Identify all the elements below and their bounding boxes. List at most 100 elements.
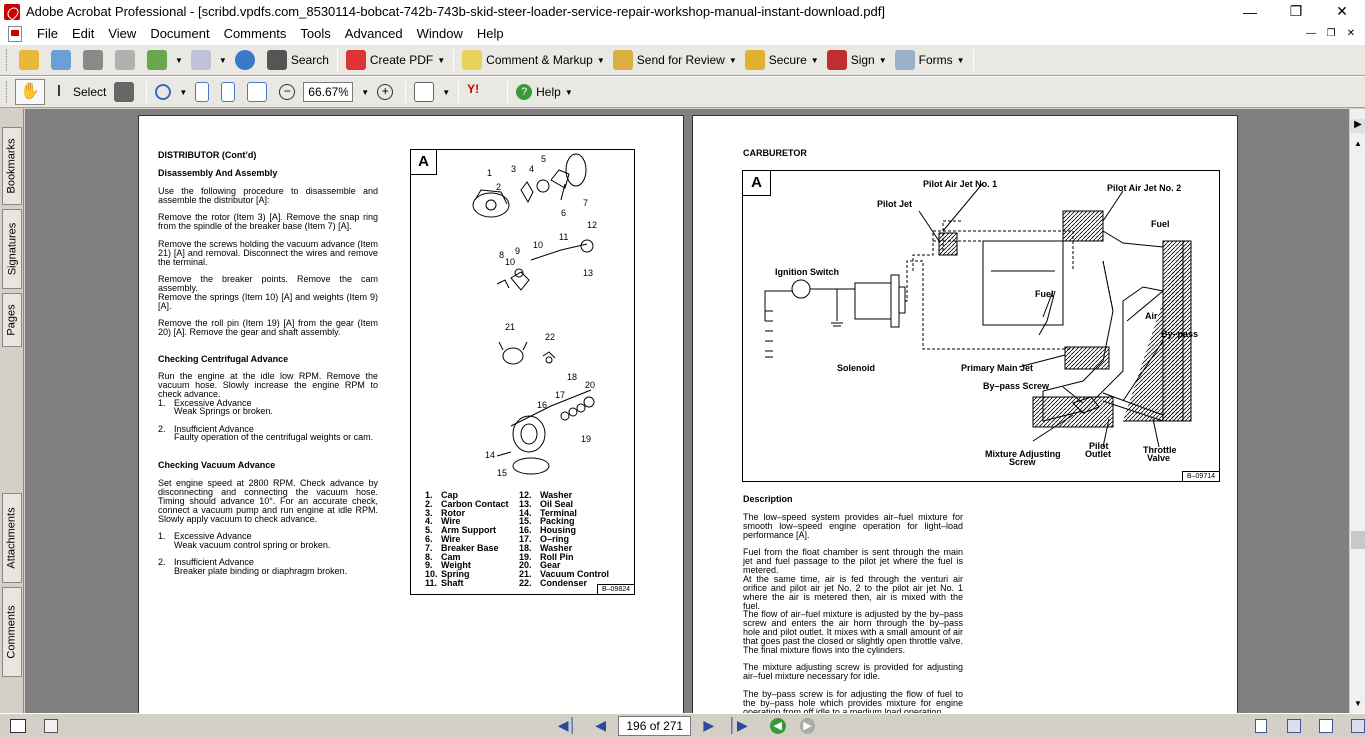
diagram-label: By–pass Screw bbox=[983, 381, 1050, 391]
fit-width-button[interactable] bbox=[243, 79, 275, 105]
legend-label: Gear bbox=[540, 560, 561, 571]
go-forward-button[interactable]: ▶ bbox=[799, 717, 816, 734]
hand-tool-button[interactable]: ✋ bbox=[15, 79, 45, 105]
comment-markup-button[interactable]: Comment & Markup▼ bbox=[458, 47, 609, 73]
open-button[interactable] bbox=[15, 47, 47, 73]
scroll-thumb[interactable] bbox=[1351, 531, 1365, 549]
yahoo-button[interactable]: Y! bbox=[463, 79, 503, 105]
facing-layout-icon[interactable] bbox=[1319, 718, 1334, 733]
menu-edit[interactable]: Edit bbox=[71, 26, 95, 41]
zoom-input[interactable] bbox=[303, 82, 354, 102]
legend-number: 13. bbox=[519, 498, 532, 509]
zoom-tool-button[interactable]: ▼ bbox=[151, 79, 191, 105]
first-page-button[interactable]: ◀│ bbox=[557, 717, 578, 733]
paragraph: Remove the breaker points. Remove the ca… bbox=[158, 274, 378, 293]
last-page-button[interactable]: │▶ bbox=[728, 717, 748, 733]
menu-advanced[interactable]: Advanced bbox=[344, 26, 403, 41]
continuous-layout-icon[interactable] bbox=[1287, 718, 1302, 733]
callout-label: 13 bbox=[583, 268, 593, 278]
scroll-down-arrow[interactable]: ▼ bbox=[1354, 699, 1362, 708]
email-button[interactable]: ▼ bbox=[143, 47, 187, 73]
single-page-layout-icon[interactable] bbox=[1255, 718, 1268, 733]
create-pdf-button[interactable]: Create PDF▼ bbox=[342, 47, 449, 73]
toolbar-grip[interactable] bbox=[6, 49, 9, 71]
toolbar-grip[interactable] bbox=[6, 81, 9, 103]
paragraph: Use the following procedure to disassemb… bbox=[158, 186, 378, 205]
text-cursor-icon: I bbox=[56, 83, 62, 100]
doc-close-button[interactable]: ✕ bbox=[1346, 27, 1356, 39]
document-view[interactable]: DISTRIBUTOR (Cont’d) Disassembly And Ass… bbox=[25, 109, 1349, 713]
tab-pages[interactable]: Pages bbox=[2, 293, 22, 347]
document-icon[interactable] bbox=[8, 25, 22, 42]
menu-file[interactable]: File bbox=[37, 26, 58, 41]
zoom-dropdown[interactable]: ▼ bbox=[361, 87, 370, 97]
paragraph: Remove the springs (Item 10) [A] and wei… bbox=[158, 292, 378, 311]
figure-letter: A bbox=[418, 153, 429, 170]
web-button[interactable] bbox=[231, 47, 263, 73]
continuous-facing-layout-icon[interactable] bbox=[1351, 718, 1365, 733]
options-icon[interactable] bbox=[43, 718, 58, 733]
restore-button[interactable]: ❐ bbox=[1289, 3, 1303, 19]
save-button[interactable] bbox=[79, 47, 111, 73]
fit-page-button[interactable] bbox=[217, 79, 243, 105]
menu-tools[interactable]: Tools bbox=[300, 26, 331, 41]
tab-attachments[interactable]: Attachments bbox=[2, 493, 22, 583]
rotate-button[interactable]: ▼ bbox=[410, 79, 454, 105]
zoom-out-button[interactable]: − bbox=[275, 79, 303, 105]
sign-button[interactable]: Sign▼ bbox=[823, 47, 891, 73]
legend-number: 16. bbox=[519, 525, 532, 536]
previous-page-button[interactable]: ◀ bbox=[595, 717, 607, 733]
toolbar-separator bbox=[972, 49, 974, 71]
secure-button[interactable]: Secure▼ bbox=[741, 47, 823, 73]
zoom-in-button[interactable]: + bbox=[373, 79, 401, 105]
menu-view[interactable]: View bbox=[108, 26, 137, 41]
legend-label: Washer bbox=[540, 542, 573, 553]
doc-minimize-button[interactable]: — bbox=[1306, 27, 1316, 39]
legend-number: 11. bbox=[425, 578, 438, 588]
menu-document[interactable]: Document bbox=[150, 26, 210, 41]
help-icon: ? bbox=[516, 84, 533, 100]
diagram-label: Screw bbox=[1009, 457, 1037, 467]
section-heading: DISTRIBUTOR (Cont’d) bbox=[158, 150, 257, 160]
tab-comments[interactable]: Comments bbox=[2, 587, 22, 677]
menu-help[interactable]: Help bbox=[476, 26, 504, 41]
attach-button[interactable]: ▼ bbox=[187, 47, 231, 73]
menu-window[interactable]: Window bbox=[416, 26, 463, 41]
sign-label: Sign bbox=[850, 53, 875, 67]
minimize-button[interactable]: — bbox=[1243, 3, 1257, 20]
menu-comments[interactable]: Comments bbox=[223, 26, 287, 41]
nav-pane-toggle-icon[interactable] bbox=[10, 718, 26, 733]
go-back-button[interactable]: ◀ bbox=[769, 717, 786, 734]
globe-icon bbox=[234, 50, 255, 70]
legend-label: Arm Support bbox=[441, 525, 496, 536]
forms-button[interactable]: Forms▼ bbox=[891, 47, 969, 73]
callout-label: 14 bbox=[485, 450, 495, 460]
doc-restore-button[interactable]: ❐ bbox=[1326, 27, 1336, 39]
page-number-field[interactable]: 196 of 271 bbox=[618, 715, 692, 736]
toolbar-separator bbox=[336, 49, 338, 71]
paragraph: The flow of air–fuel mixture is adjusted… bbox=[743, 609, 963, 655]
diagram-label: Solenoid bbox=[837, 363, 875, 373]
panel-toggle-arrow[interactable]: ▶ bbox=[1350, 119, 1365, 133]
send-review-button[interactable]: Send for Review▼ bbox=[609, 47, 741, 73]
scroll-up-arrow[interactable]: ▲ bbox=[1354, 139, 1362, 148]
snapshot-button[interactable] bbox=[110, 79, 142, 105]
print-button[interactable] bbox=[111, 47, 143, 73]
callout-label: 17 bbox=[555, 390, 565, 400]
organizer-button[interactable] bbox=[47, 47, 79, 73]
vertical-scrollbar[interactable]: ▲ ▶ ▼ bbox=[1349, 109, 1365, 713]
next-page-button[interactable]: ▶ bbox=[703, 717, 715, 733]
tab-bookmarks[interactable]: Bookmarks bbox=[2, 127, 22, 205]
close-button[interactable]: ✕ bbox=[1336, 3, 1348, 19]
list-item: Excessive Advance bbox=[174, 398, 252, 408]
tab-signatures[interactable]: Signatures bbox=[2, 209, 22, 289]
legend-label: Weight bbox=[441, 560, 471, 571]
callout-label: 2 bbox=[496, 182, 501, 192]
callout-label: 10 bbox=[533, 240, 543, 250]
actual-size-button[interactable] bbox=[191, 79, 217, 105]
callout-label: 16 bbox=[537, 400, 547, 410]
help-button[interactable]: ?Help▼ bbox=[512, 79, 577, 105]
legend-label: Rotor bbox=[441, 507, 465, 518]
search-button[interactable]: Search bbox=[263, 47, 333, 73]
